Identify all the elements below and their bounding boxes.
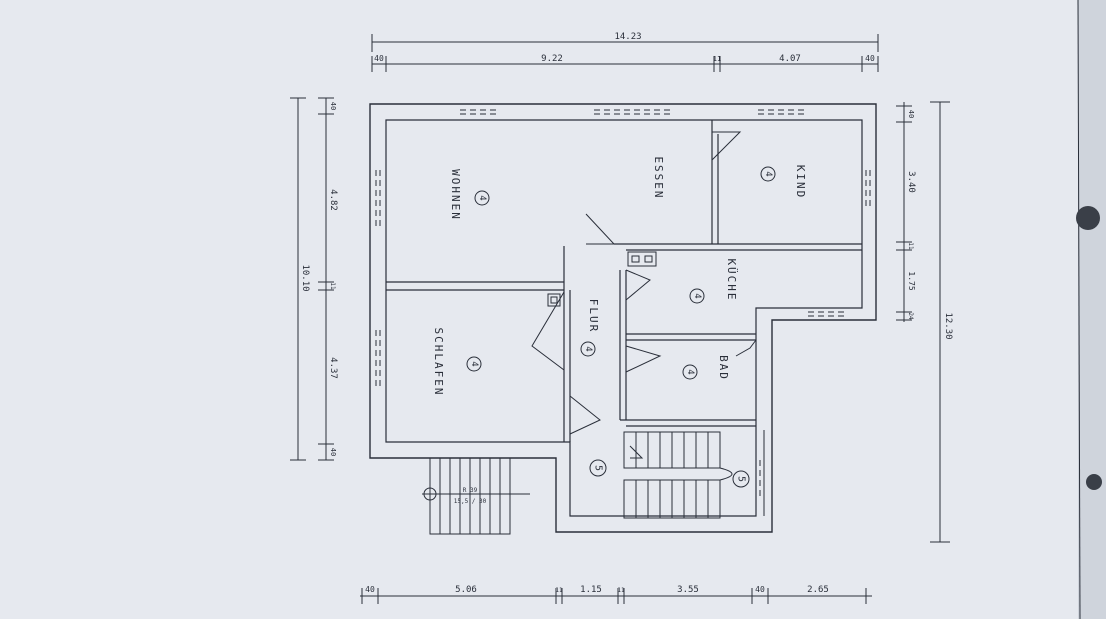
room-label-schlafen: SCHLAFEN bbox=[432, 328, 445, 397]
dim-right-wall-top: 40 bbox=[907, 110, 915, 118]
room-labels: WOHNEN ESSEN KIND KÜCHE FLUR SCHLAFEN BA… bbox=[432, 156, 807, 396]
dimension-chain-bottom: 40 5.06 11 1.15 11 3.55 40 2.65 bbox=[360, 585, 872, 604]
dim-right-a: 3.40 bbox=[906, 171, 916, 193]
svg-text:5: 5 bbox=[736, 476, 747, 482]
dim-left-wall-top: 40 bbox=[329, 102, 337, 110]
marker-stair-outer: 5 bbox=[732, 470, 750, 488]
svg-text:4: 4 bbox=[477, 195, 487, 200]
dim-bottom-d: 2.65 bbox=[807, 585, 829, 595]
dim-left-wall-bottom: 40 bbox=[329, 448, 337, 456]
dim-top-total: 14.23 bbox=[614, 32, 641, 42]
paper-right-edge bbox=[1078, 0, 1106, 619]
dim-top-wall-mid: 11 bbox=[713, 55, 721, 63]
marker-schlafen: 4 bbox=[466, 356, 482, 372]
dim-bottom-wall-c: 40 bbox=[755, 585, 765, 594]
dim-bottom-wall-a: 11 bbox=[555, 587, 563, 594]
marker-flur: 4 bbox=[580, 341, 596, 357]
dim-top-wall-left: 40 bbox=[374, 54, 384, 63]
room-label-bad: BAD bbox=[717, 355, 730, 381]
svg-text:5: 5 bbox=[593, 465, 604, 471]
dim-right-wall-low: 24 bbox=[907, 312, 914, 320]
dim-bottom-wall-b: 11 bbox=[617, 587, 625, 594]
marker-bad: 4 bbox=[682, 364, 698, 380]
svg-text:4: 4 bbox=[692, 293, 702, 298]
marker-stair-inner: 5 bbox=[589, 459, 607, 477]
dim-top-b: 4.07 bbox=[779, 54, 801, 64]
binder-hole-upper bbox=[1076, 206, 1100, 230]
windows bbox=[375, 109, 871, 500]
dim-right-wall-mid: 11 bbox=[907, 242, 914, 250]
stair-note-line2: 15,5 / 30 bbox=[454, 498, 487, 505]
dim-left-a: 4.82 bbox=[328, 189, 338, 211]
room-label-kueche: KÜCHE bbox=[725, 258, 738, 301]
dim-right-total: 12.30 bbox=[943, 312, 953, 339]
shafts bbox=[547, 251, 657, 307]
stair-exterior bbox=[422, 457, 530, 535]
exterior-wall-inner bbox=[385, 119, 863, 517]
dim-left-b: 4.37 bbox=[328, 357, 338, 379]
stair-interior bbox=[623, 431, 733, 519]
svg-text:4: 4 bbox=[583, 346, 593, 351]
marker-kueche: 4 bbox=[689, 288, 705, 304]
dimension-chain-top: 14.23 40 9.22 11 4.07 40 bbox=[371, 32, 879, 72]
dim-bottom-a: 5.06 bbox=[455, 585, 477, 595]
dim-bottom-b: 1.15 bbox=[580, 585, 602, 595]
dimension-chain-left: 10.10 40 4.82 11 4.37 40 bbox=[290, 97, 338, 461]
dim-bottom-wall-left: 40 bbox=[365, 585, 375, 594]
svg-text:4: 4 bbox=[763, 171, 773, 176]
room-label-wohnen: WOHNEN bbox=[449, 169, 462, 221]
doors bbox=[531, 131, 757, 435]
dimension-chain-right: 12.30 40 3.40 11 1.75 24 bbox=[896, 101, 953, 543]
room-label-essen: ESSEN bbox=[652, 156, 665, 199]
dim-right-b: 1.75 bbox=[907, 271, 916, 290]
room-label-kind: KIND bbox=[794, 165, 807, 200]
svg-text:4: 4 bbox=[685, 369, 695, 374]
dim-top-wall-right: 40 bbox=[865, 54, 875, 63]
svg-text:4: 4 bbox=[469, 361, 479, 366]
marker-wohnen: 4 bbox=[474, 190, 490, 206]
dim-top-a: 9.22 bbox=[541, 54, 563, 64]
stair-note-line1: R 39 bbox=[463, 487, 478, 494]
dim-bottom-c: 3.55 bbox=[677, 585, 699, 595]
marker-kind: 4 bbox=[760, 166, 776, 182]
room-label-flur: FLUR bbox=[587, 299, 600, 334]
binder-hole-lower bbox=[1086, 474, 1102, 490]
dim-left-total: 10.10 bbox=[300, 264, 310, 291]
dim-left-wall-mid: 11 bbox=[329, 282, 336, 290]
room-markers: 4 4 4 4 4 4 5 5 bbox=[466, 166, 776, 488]
